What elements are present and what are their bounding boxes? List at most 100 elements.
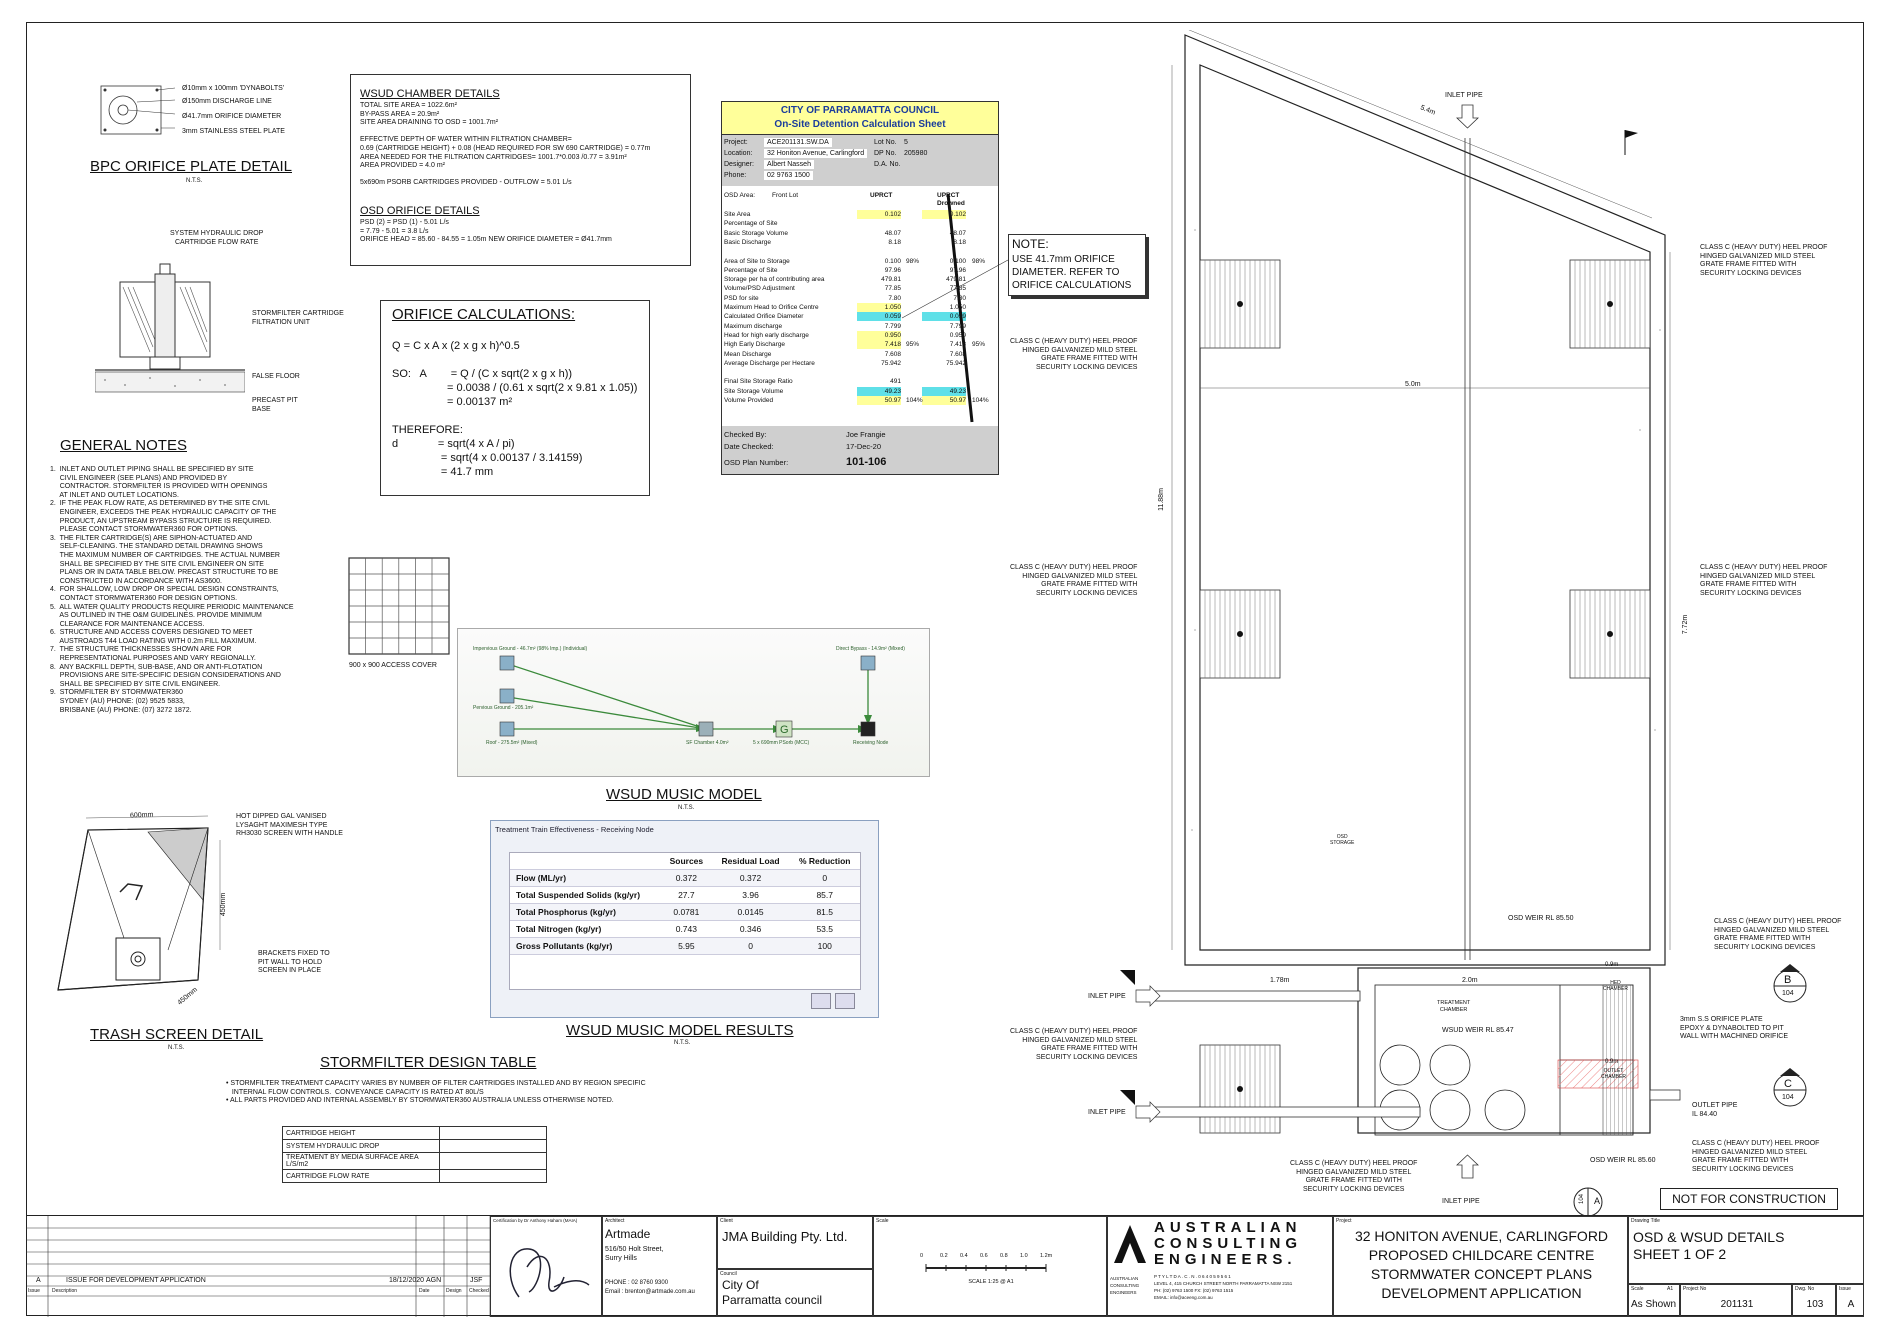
note-line-3: ORIFICE CALCULATIONS	[1012, 280, 1132, 291]
music-result-cell: 27.7	[661, 886, 712, 904]
company-line-1: AUSTRALIAN	[1154, 1219, 1302, 1236]
general-note-line: SELF-CLEANING. THE STANDARD DETAIL DRAWI…	[50, 543, 263, 551]
music-header-cell: Sources	[661, 853, 712, 870]
osd-row-label: Basic Storage Volume	[724, 229, 788, 237]
stormfilter-row: SYSTEM HYDRAULIC DROP	[282, 1139, 547, 1153]
project-no: 201131	[1720, 1299, 1754, 1310]
plan-inlet-pipe-2: INLET PIPE	[1088, 1109, 1126, 1116]
council-line-2: Parramatta council	[722, 1293, 823, 1307]
osd-row-a: 491	[890, 378, 901, 386]
osd-orifice-line: = 7.79 - 5.01 = 3.8 L/s	[360, 227, 429, 235]
plan-hed-chamber: HED CHAMBER	[1603, 980, 1629, 992]
note-line-2: DIAMETER. REFER TO	[1012, 267, 1120, 278]
osd-project-value: Albert Nasseh	[764, 160, 814, 169]
general-note-line: 8. ANY BACKFILL DEPTH, SUB-BASE, AND OR …	[50, 663, 263, 671]
stormfilter-row: TREATMENT BY MEDIA SURFACE AREA L/S/m2	[282, 1152, 547, 1170]
osd-plan: 101-106	[846, 456, 887, 468]
print-button[interactable]	[835, 993, 855, 1009]
stormfilter-row-value	[439, 1152, 547, 1170]
title-block: A ISSUE FOR DEVELOPMENT APPLICATION 18/1…	[26, 1215, 1864, 1317]
osd-project-kvalue: 205980	[904, 150, 928, 157]
osd-row-a: 48.07	[884, 229, 901, 237]
osd-row-a: 8.18	[888, 238, 901, 246]
music-result-cell: 0.372	[711, 869, 790, 887]
music-result-cell: 0.372	[661, 869, 712, 887]
plan-grate-label-7: CLASS C (HEAVY DUTY) HEEL PROOF HINGED G…	[1692, 1140, 1820, 1173]
osd-row-b: 8.18	[953, 238, 966, 246]
music-result-cell: 5.95	[661, 937, 712, 955]
rev-h-date: Date	[419, 1288, 430, 1294]
music-header-cell: Residual Load	[711, 853, 790, 870]
osd-checked-by: Joe Frangie	[846, 430, 886, 439]
osd-col1: UPRCT	[870, 192, 893, 199]
osd-row-b: 7.799	[949, 322, 966, 330]
copy-button[interactable]	[811, 993, 831, 1009]
stormfilter-row-label: CARTRIDGE HEIGHT	[282, 1126, 440, 1140]
music-result-cell: 100	[789, 937, 860, 955]
osd-row-b: 7.608	[949, 350, 966, 358]
drawing-sheet	[26, 22, 1864, 1316]
wsud-line: TOTAL SITE AREA = 1022.6m²	[360, 102, 457, 109]
plan-outlet-chamber: OUTLET CHAMBER	[1601, 1068, 1627, 1080]
note-box: NOTE: USE 41.7mm ORIFICE DIAMETER. REFER…	[1008, 234, 1146, 296]
general-note-line: CONTRACTOR. STORMFILTER IS PROVIDED WITH…	[50, 483, 268, 491]
note-text: USE 41.7mm ORIFICE DIAMETER. REFER TO OR…	[1012, 253, 1131, 292]
drawing-line-2: SHEET 1 OF 2	[1633, 1246, 1727, 1262]
general-note-line: AT INLET AND OUTLET LOCATIONS.	[50, 491, 179, 499]
general-notes-list: 1. INLET AND OUTLET PIPING SHALL BE SPEC…	[50, 466, 294, 715]
orifice-label-3: Ø41.7mm ORIFICE DIAMETER	[182, 113, 282, 120]
osd-row-label: PSD for site	[724, 294, 759, 302]
cert-cell: Certification by Dr Anthony Haham (MAIA)	[490, 1216, 602, 1317]
company-small-1: AUSTRALIAN	[1110, 1276, 1139, 1281]
drawing-line-1: OSD & WSUD DETAILS	[1633, 1229, 1785, 1245]
stormfilter-note: • ALL PARTS PROVIDED AND INTERNAL ASSEMB…	[226, 1097, 614, 1105]
music-result-cell: 0.0781	[661, 903, 712, 921]
rev-checked: JSF	[470, 1277, 483, 1284]
orifice-calc-line: = 0.0038 / (0.61 x sqrt(2 x 9.81 x 1.05)…	[392, 382, 638, 394]
general-note-line: CONSTRUCTED IN ACCORDANCE WITH AS3600.	[50, 577, 222, 585]
stormfilter-row-value	[439, 1126, 547, 1140]
plan-orifice-plate: 3mm S.S ORIFICE PLATE EPOXY & DYNABOLTED…	[1680, 1016, 1788, 1040]
trash-dim-top: 600mm	[129, 811, 154, 820]
osd-row-b: 0.100	[949, 257, 966, 265]
music-model-panel: G Impervious Ground - 46.7m² (98% Imp.) …	[457, 628, 930, 777]
osd-row-a: 77.85	[884, 285, 901, 293]
general-note-line: 3. THE FILTER CARTRIDGE(S) ARE SIPHON-AC…	[50, 534, 253, 542]
scale-tick-label: 0	[920, 1253, 924, 1259]
general-note-line: SHALL BE SPECIFIED BY SITE CIVIL ENGINEE…	[50, 680, 221, 688]
osd-row-label: Site Storage Volume	[724, 387, 784, 395]
stormfilter-notes: • STORMFILTER TREATMENT CAPACITY VARIES …	[226, 1080, 646, 1106]
orifice-calc-line	[392, 409, 637, 423]
osd-subtitle: On-Site Detention Calculation Sheet	[774, 119, 946, 130]
osd-project-key: D.A. No.	[874, 161, 901, 168]
osd-row-b: 0.102	[922, 210, 966, 219]
general-note-line: SYDNEY (AU) PHONE: (02) 9525 5833,	[50, 698, 185, 706]
client-label: Client	[720, 1218, 733, 1224]
plan-grate-label-1: CLASS C (HEAVY DUTY) HEEL PROOF HINGED G…	[1010, 338, 1138, 371]
music-result-cell: 81.5	[789, 903, 860, 921]
stormfilter-title: STORMFILTER DESIGN TABLE	[320, 1054, 537, 1071]
osd-row-label: Volume Provided	[724, 397, 774, 404]
orifice-calc-box: ORIFICE CALCULATIONS: Q = C x A x (2 x g…	[380, 300, 650, 496]
plan-osd-weir-5550: OSD WEIR RL 85.50	[1508, 915, 1574, 922]
section-a-num: 104	[1579, 1193, 1586, 1205]
music-header-cell: % Reduction	[789, 853, 860, 870]
osd-checked-label: Checked By:	[724, 430, 767, 439]
general-note-line: 6. STRUCTURE AND ACCESS COVERS DESIGNED …	[50, 629, 253, 637]
grate-lock	[1607, 301, 1613, 307]
osd-data-row: Percentage of Site	[722, 219, 998, 228]
music-results-window: Treatment Train Effectiveness - Receivin…	[490, 820, 879, 1018]
architect-contact: PHONE : 02 8760 9300 Email : brenton@art…	[605, 1279, 695, 1297]
osd-row-a: 7.418	[857, 340, 901, 350]
general-note-line: 9. STORMFILTER BY STORMWATER360	[50, 689, 183, 697]
osd-row-label: Calculated Orifice Diameter	[724, 313, 804, 321]
note-leader	[901, 259, 1009, 319]
wsud-chamber-box: WSUD CHAMBER DETAILS TOTAL SITE AREA = 1…	[350, 74, 691, 266]
osd-date-label: Date Checked:	[724, 442, 774, 451]
